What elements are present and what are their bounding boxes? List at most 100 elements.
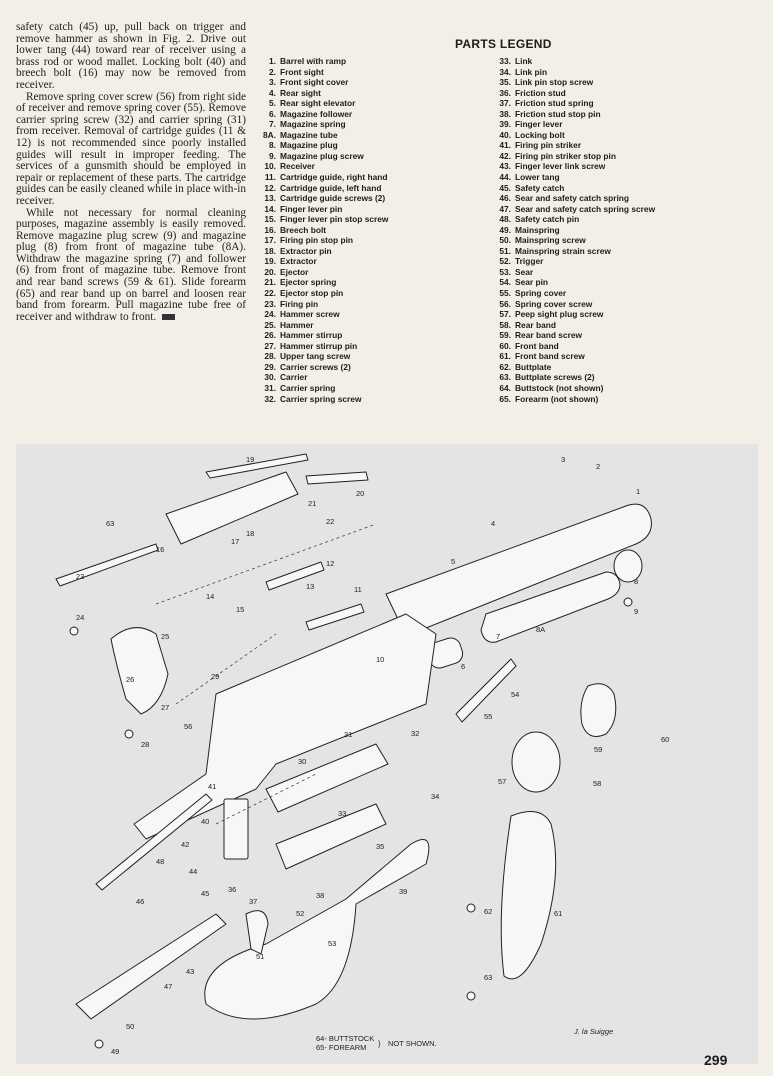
legend-item: 65.Forearm (not shown)	[495, 394, 655, 405]
legend-item-number: 30.	[264, 372, 276, 383]
part-callout: 52	[296, 909, 304, 918]
legend-item-name: Spring cover	[515, 288, 567, 299]
legend-item: 62.Buttplate	[495, 362, 655, 373]
legend-item-name: Mainspring	[515, 224, 560, 235]
legend-item-name: Peep sight plug screw	[515, 309, 604, 320]
legend-item-name: Spring cover screw	[515, 298, 593, 309]
not-shown-line-1: 64- BUTTSTOCK	[316, 1034, 374, 1043]
legend-item-name: Rear sight elevator	[280, 98, 356, 109]
legend-item-name: Hammer screw	[280, 309, 340, 320]
legend-item-name: Buttstock (not shown)	[515, 382, 604, 393]
legend-item: 35.Link pin stop screw	[495, 77, 655, 88]
legend-item-number: 3.	[269, 77, 276, 88]
legend-item-name: Carrier spring screw	[280, 393, 362, 404]
legend-item: 58.Rear band	[495, 320, 655, 331]
part-callout: 10	[376, 655, 384, 664]
legend-item: 49.Mainspring	[495, 225, 655, 236]
legend-item: 18.Extractor pin	[260, 246, 388, 257]
legend-item: 24.Hammer screw	[260, 309, 388, 320]
part-callout: 49	[111, 1047, 119, 1056]
not-shown-brace: }	[378, 1039, 381, 1048]
legend-item: 8.Magazine plug	[260, 140, 388, 151]
part-callout: 56	[184, 722, 192, 731]
legend-item-name: Forearm (not shown)	[515, 393, 599, 404]
part-callout: 41	[208, 782, 216, 791]
part-callout: 23	[76, 572, 84, 581]
legend-item-name: Magazine spring	[280, 119, 346, 130]
legend-item-name: Cartridge guide screws (2)	[280, 193, 386, 204]
legend-item: 47.Sear and safety catch spring screw	[495, 204, 655, 215]
locking-bolt	[223, 798, 249, 860]
legend-item-name: Finger lever pin stop screw	[280, 214, 389, 225]
legend-item-name: Lower tang	[515, 172, 560, 183]
legend-item-name: Mainspring strain screw	[515, 245, 611, 256]
legend-item-name: Finger lever link screw	[515, 161, 606, 172]
legend-item-name: Sear pin	[515, 277, 549, 288]
disassembly-instructions: safety catch (45) up, pull back on trigg…	[16, 21, 246, 323]
part-callout: 60	[661, 735, 669, 744]
legend-item: 23.Firing pin	[260, 299, 388, 310]
part-callout: 45	[201, 889, 209, 898]
part-callout: 21	[308, 499, 316, 508]
part-callout: 18	[246, 529, 254, 538]
legend-item-name: Magazine plug screw	[280, 150, 364, 161]
part-callout-numbers: 123456788A910111213141516171819202122232…	[76, 455, 669, 1056]
legend-item-number: 57.	[499, 309, 511, 320]
legend-item-number: 14.	[264, 203, 276, 214]
part-callout: 26	[126, 675, 134, 684]
legend-item-name: Magazine follower	[280, 108, 353, 119]
part-callout: 58	[593, 779, 601, 788]
legend-item-number: 48.	[499, 214, 511, 225]
part-callout: 61	[554, 909, 562, 918]
magazine-plug-screw	[623, 597, 633, 607]
legend-item-number: 6.	[269, 108, 276, 119]
legend-item-number: 41.	[499, 140, 511, 151]
part-callout: 48	[156, 857, 164, 866]
legend-item-number: 17.	[264, 235, 276, 246]
legend-item-name: Ejector	[280, 266, 309, 277]
legend-item-number: 59.	[499, 330, 511, 341]
legend-item-name: Friction stud	[515, 87, 566, 98]
trigger	[245, 910, 269, 955]
legend-item-number: 15.	[264, 214, 276, 225]
legend-item: 10.Receiver	[260, 161, 388, 172]
legend-item-name: Buttplate	[515, 361, 552, 372]
legend-item-number: 11.	[264, 172, 276, 183]
legend-item-name: Front band	[515, 340, 559, 351]
spring-cover	[455, 658, 517, 723]
legend-item: 59.Rear band screw	[495, 330, 655, 341]
legend-item: 32.Carrier spring screw	[260, 394, 388, 405]
part-callout: 36	[228, 885, 236, 894]
legend-item-number: 5.	[269, 98, 276, 109]
legend-item-name: Firing pin striker	[515, 140, 582, 151]
legend-item-name: Ejector stop pin	[280, 288, 344, 299]
part-callout: 34	[431, 792, 439, 801]
part-callout: 63	[106, 519, 114, 528]
legend-item-number: 35.	[499, 77, 511, 88]
legend-item-name: Extractor pin	[280, 245, 332, 256]
part-callout: 44	[189, 867, 197, 876]
part-callout: 28	[141, 740, 149, 749]
instruction-paragraph-1: safety catch (45) up, pull back on trigg…	[16, 21, 246, 91]
legend-item: 41. Firing pin striker	[495, 140, 655, 151]
legend-item-number: 8.	[269, 140, 276, 151]
not-shown-line-2: 65- FOREARM	[316, 1043, 366, 1052]
legend-item: 12.Cartridge guide, left hand	[260, 183, 388, 194]
legend-item: 64.Buttstock (not shown)	[495, 383, 655, 394]
legend-item: 5. Rear sight elevator	[260, 98, 388, 109]
part-callout: 25	[161, 632, 169, 641]
legend-item-number: 63.	[499, 372, 511, 383]
legend-item-number: 31.	[264, 382, 276, 393]
part-callout: 43	[186, 967, 194, 976]
buttplate	[500, 811, 557, 980]
part-callout: 3	[561, 455, 565, 464]
legend-item-name: Mainspring screw	[515, 235, 586, 246]
part-callout: 7	[496, 632, 500, 641]
legend-item: 2.Front sight	[260, 67, 388, 78]
legend-item: 1.Barrel with ramp	[260, 56, 388, 67]
extractor	[205, 453, 309, 479]
legend-item: 40.Locking bolt	[495, 130, 655, 141]
part-callout: 32	[411, 729, 419, 738]
legend-item-name: Finger lever	[515, 119, 563, 130]
legend-item-number: 39.	[499, 119, 511, 130]
